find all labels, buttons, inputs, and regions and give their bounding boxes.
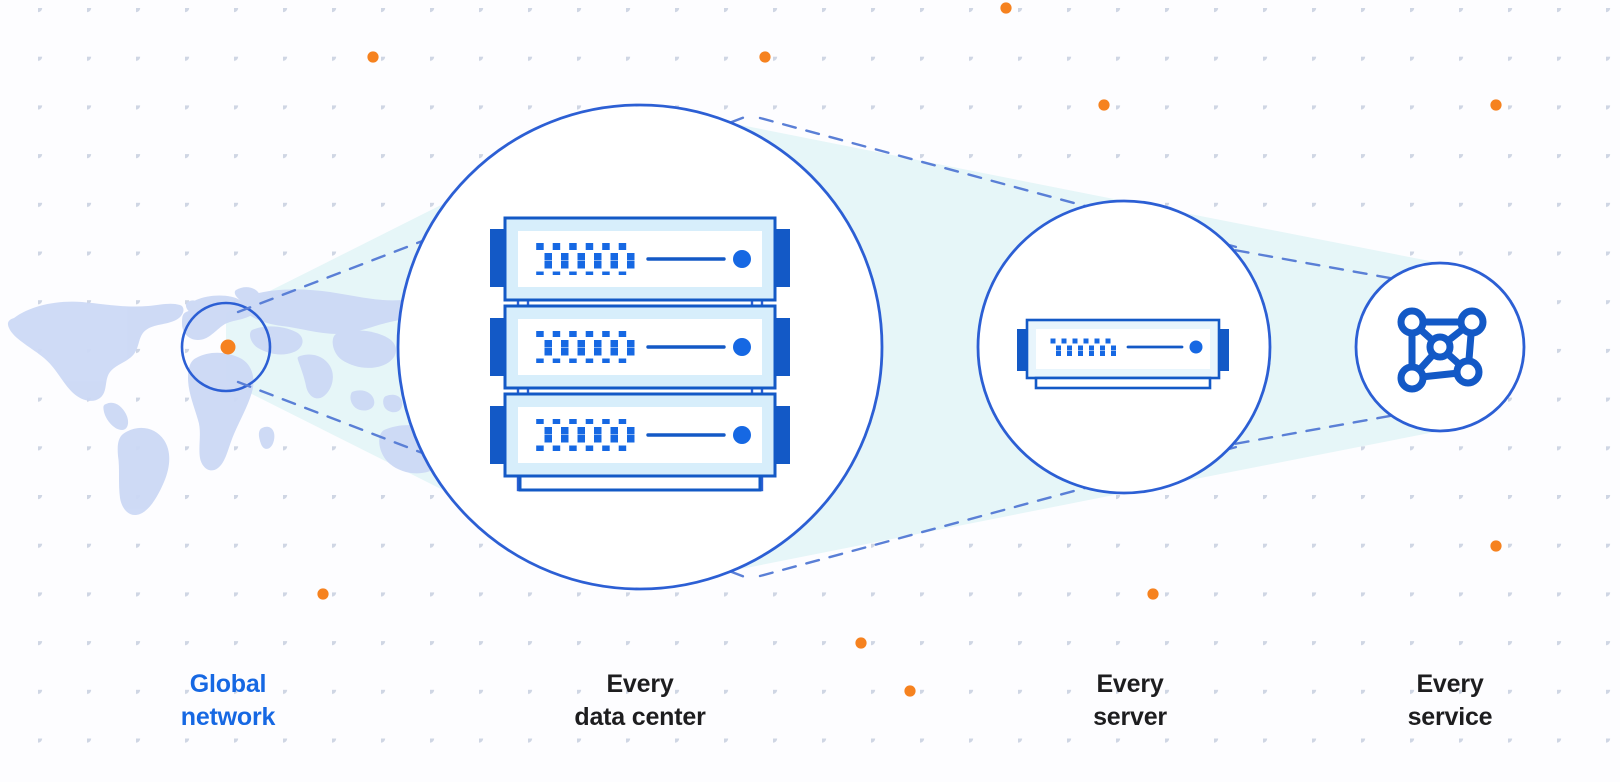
accent-dot: [317, 588, 329, 600]
accent-dot: [1000, 2, 1012, 14]
server-unit-icon: [1017, 318, 1229, 390]
rack-unit-3: [490, 392, 790, 478]
stage-every-server[interactable]: [976, 199, 1272, 495]
rack-unit-1-status-led: [733, 250, 751, 268]
accent-dots: [317, 2, 1502, 697]
stage-every-service[interactable]: [1354, 261, 1526, 433]
accent-dot: [1147, 588, 1159, 600]
rack-base-plinth: [518, 474, 762, 492]
rack-unit-2-status-led: [733, 338, 751, 356]
accent-dot: [855, 637, 867, 649]
accent-dot: [1490, 540, 1502, 552]
stage-label-global-network: Global network: [180, 670, 276, 731]
globe-highlight-circle: [180, 301, 272, 393]
accent-dot: [759, 51, 771, 63]
accent-dot: [904, 685, 916, 697]
accent-dot: [367, 51, 379, 63]
graph-node-top-right: [1457, 307, 1487, 337]
rack-unit-2: [490, 304, 790, 390]
graph-node-bottom-right: [1453, 357, 1483, 387]
rack-unit-3-status-led: [733, 426, 751, 444]
graph-node-bottom-left: [1397, 363, 1427, 393]
stage-global-network[interactable]: [180, 301, 272, 393]
server-rack-icon: [490, 216, 790, 492]
server-unit-vents: [1050, 337, 1116, 358]
stage-label-every-data-center: Every data center: [574, 670, 706, 731]
accent-dot: [1098, 99, 1110, 111]
rack-unit-1-vents: [536, 243, 635, 275]
server-unit-base-plinth: [1034, 376, 1212, 390]
rack-unit-2-vents: [536, 331, 635, 363]
graph-node-center: [1426, 333, 1454, 361]
accent-dot: [1490, 99, 1502, 111]
rack-unit-1: [490, 216, 790, 302]
graph-node-top-left: [1397, 307, 1427, 337]
stage-label-every-server: Every server: [1093, 670, 1167, 731]
stage-every-data-center[interactable]: [396, 103, 884, 591]
stage-label-every-service: Every service: [1407, 670, 1493, 731]
network-graph-icon: [1397, 307, 1487, 393]
globe-location-marker: [220, 339, 236, 355]
rack-unit-3-vents: [536, 419, 635, 451]
server-unit-status-led: [1189, 340, 1203, 354]
